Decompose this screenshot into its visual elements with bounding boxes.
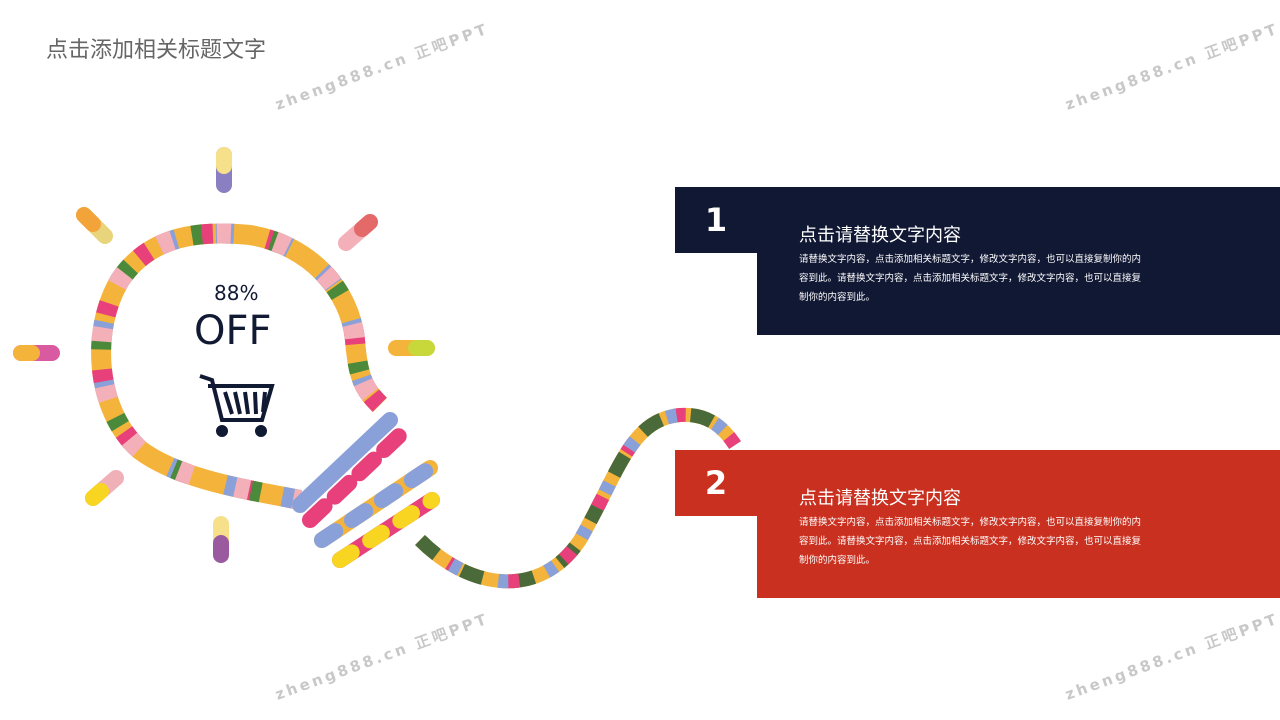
shopping-cart-icon: [199, 374, 275, 437]
item-body: 请替换文字内容，点击添加相关标题文字，修改文字内容，也可以直接复制你的内容到此。…: [799, 517, 1142, 566]
discount-percent: 88%: [214, 281, 259, 305]
item-panel-1: 点击请替换文字内容 请替换文字内容，点击添加相关标题文字，修改文字内容，也可以直…: [757, 187, 1280, 335]
item-panel-2: 点击请替换文字内容 请替换文字内容，点击添加相关标题文字，修改文字内容，也可以直…: [757, 450, 1280, 598]
item-number-2: 2: [675, 450, 757, 516]
item-body: 请替换文字内容，点击添加相关标题文字，修改文字内容，也可以直接复制你的内容到此。…: [799, 254, 1142, 303]
bulb-base-stripes: [292, 412, 440, 568]
item-number-1: 1: [675, 187, 757, 253]
bulb-outline: [91, 223, 388, 510]
item-heading: 点击请替换文字内容: [799, 225, 961, 246]
page-title: 点击添加相关标题文字: [46, 38, 267, 63]
item-heading: 点击请替换文字内容: [799, 488, 961, 509]
discount-label: OFF: [194, 308, 272, 354]
cord: [415, 407, 741, 589]
light-rays: [13, 147, 435, 563]
